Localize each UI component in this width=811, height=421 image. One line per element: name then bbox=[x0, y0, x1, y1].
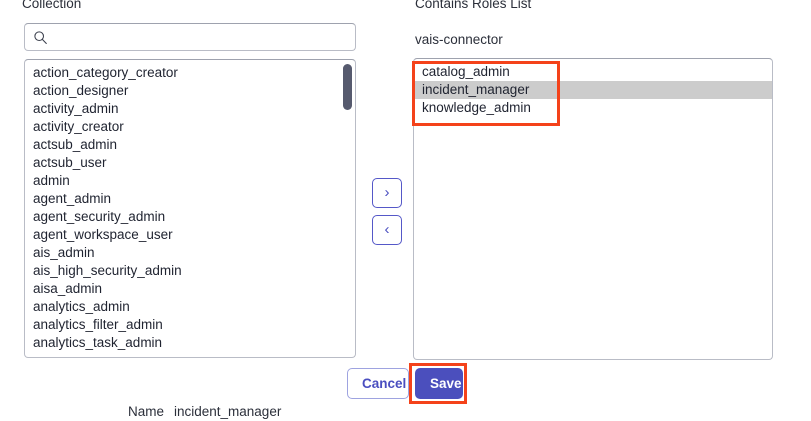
collection-list-item[interactable]: analytics_filter_admin bbox=[33, 317, 163, 332]
collection-scrollbar-thumb[interactable] bbox=[343, 64, 352, 110]
collection-list-item[interactable]: analytics_admin bbox=[33, 299, 130, 314]
collection-list-item[interactable]: actsub_user bbox=[33, 155, 107, 170]
collection-label: Collection bbox=[22, 0, 82, 11]
collection-list-item[interactable]: ais_high_security_admin bbox=[33, 263, 182, 278]
collection-list-item[interactable]: activity_admin bbox=[33, 101, 119, 116]
search-field[interactable] bbox=[24, 23, 356, 51]
collection-list-item[interactable]: agent_workspace_user bbox=[33, 227, 173, 242]
move-left-button[interactable]: ‹ bbox=[372, 215, 402, 245]
cancel-button[interactable]: Cancel bbox=[347, 368, 409, 399]
collection-list-item[interactable]: admin bbox=[33, 173, 70, 188]
collection-list-item[interactable]: analytics_task_admin bbox=[33, 335, 163, 350]
save-button[interactable]: Save bbox=[415, 368, 463, 399]
collection-list-item[interactable]: agent_security_admin bbox=[33, 209, 166, 224]
collection-scrollbar[interactable] bbox=[343, 62, 352, 356]
contains-roles-list-label: Contains Roles List bbox=[415, 0, 532, 11]
search-icon bbox=[34, 30, 47, 44]
collection-list-item[interactable]: ais_admin bbox=[33, 245, 95, 260]
collection-list-item[interactable]: actsub_admin bbox=[33, 137, 118, 152]
role-name-subtitle: vais-connector bbox=[415, 32, 503, 47]
collection-list-item[interactable]: agent_admin bbox=[33, 191, 112, 206]
name-label: Name bbox=[128, 404, 165, 419]
name-value: incident_manager bbox=[174, 404, 282, 419]
search-input[interactable] bbox=[48, 23, 347, 51]
contains-roles-list-item[interactable]: catalog_admin bbox=[422, 64, 510, 79]
collection-list-item[interactable]: activity_creator bbox=[33, 119, 124, 134]
collection-list-item[interactable]: action_category_creator bbox=[33, 65, 178, 80]
move-right-button[interactable]: › bbox=[372, 178, 402, 208]
contains-roles-list-item[interactable]: knowledge_admin bbox=[422, 100, 531, 115]
collection-list-item[interactable]: aisa_admin bbox=[33, 281, 103, 296]
contains-roles-list-item[interactable]: incident_manager bbox=[414, 81, 772, 99]
collection-list-item[interactable]: action_designer bbox=[33, 83, 129, 98]
